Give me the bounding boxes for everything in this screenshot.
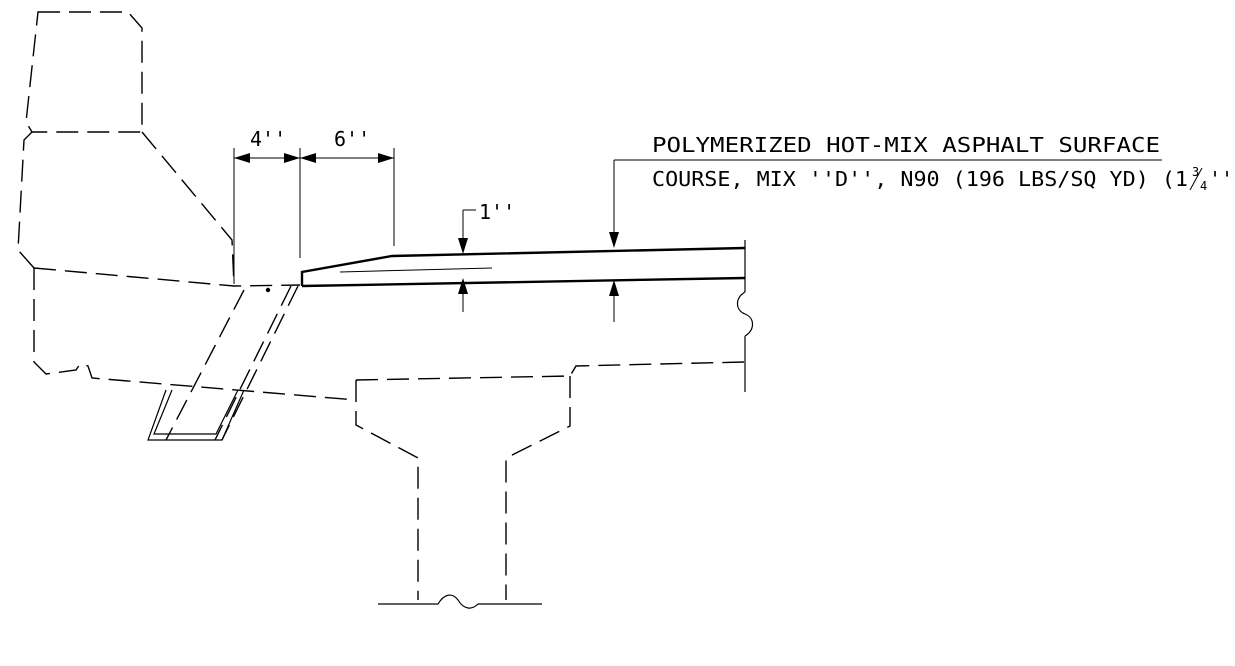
girder-outline [355, 361, 745, 600]
deck-overhang [33, 268, 357, 401]
dimension-offsets: 4'' 6'' [233, 127, 395, 284]
dim-thickness: 1'' [479, 200, 515, 224]
existing-deck-top [33, 267, 301, 293]
callout-line-2-close: '') [1209, 167, 1235, 191]
break-symbol-right [736, 240, 754, 392]
dim-right-offset: 6'' [334, 127, 370, 151]
asphalt-overlay [300, 246, 746, 288]
callout-fraction-denominator: 4 [1200, 179, 1207, 193]
barrier-outline [17, 11, 235, 286]
callout-line-1: POLYMERIZED HOT-MIX ASPHALT SURFACE [652, 133, 1160, 157]
callout-text: POLYMERIZED HOT-MIX ASPHALT SURFACE COUR… [652, 133, 1235, 193]
drain-pipe [147, 285, 299, 441]
dimension-thickness: 1'' [458, 200, 515, 312]
callout-line-2: COURSE, MIX ''D'', N90 (196 LBS/SQ YD) (… [652, 167, 1188, 191]
break-symbol-bottom [378, 594, 542, 609]
callout-leader [609, 159, 1162, 322]
dim-left-offset: 4'' [250, 127, 286, 151]
callout-fraction-numerator: 3 [1192, 165, 1199, 179]
